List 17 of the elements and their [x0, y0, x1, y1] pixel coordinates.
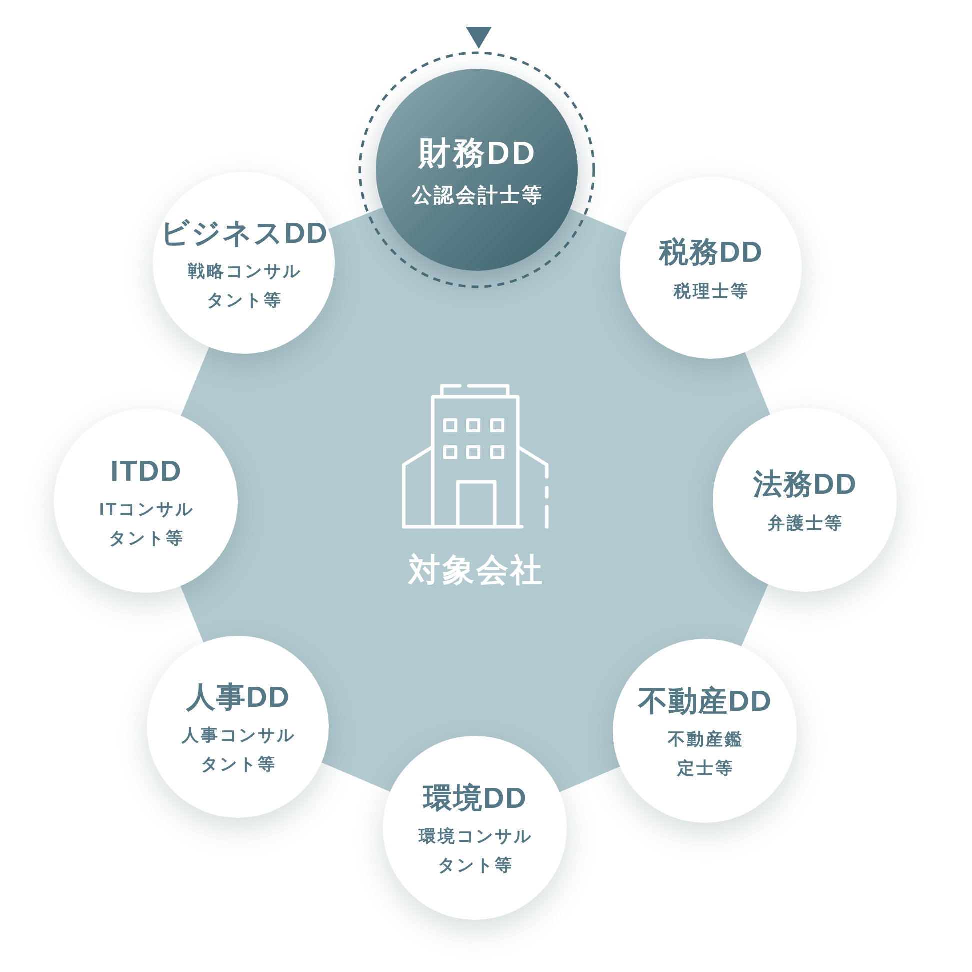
dd-title: 人事DD [186, 680, 290, 716]
expert-label: 税理士等 [672, 280, 750, 303]
expert-label: 戦略コンサルタント等 [186, 261, 303, 312]
expert-label: 公認会計士等 [410, 184, 544, 210]
dd-title: ITDD [110, 454, 182, 490]
expert-label: 環境コンサルタント等 [418, 826, 534, 878]
dd-title: ビジネスDD [160, 216, 328, 252]
company-label: 対象会社 [406, 551, 544, 590]
expert-label: 人事コンサルタント等 [180, 725, 297, 776]
dd-title: 法務DD [752, 468, 858, 503]
dd-title: 不動産DD [638, 684, 772, 720]
dd-title: 財務DD [418, 134, 538, 172]
expert-label: 弁護士等 [767, 512, 844, 535]
expert-label: 不動産鑑定士等 [666, 729, 745, 780]
expert-label: ITコンサルタント等 [98, 499, 196, 550]
dd-title: 環境DD [422, 782, 528, 816]
dd-title: 税務DD [658, 236, 764, 271]
